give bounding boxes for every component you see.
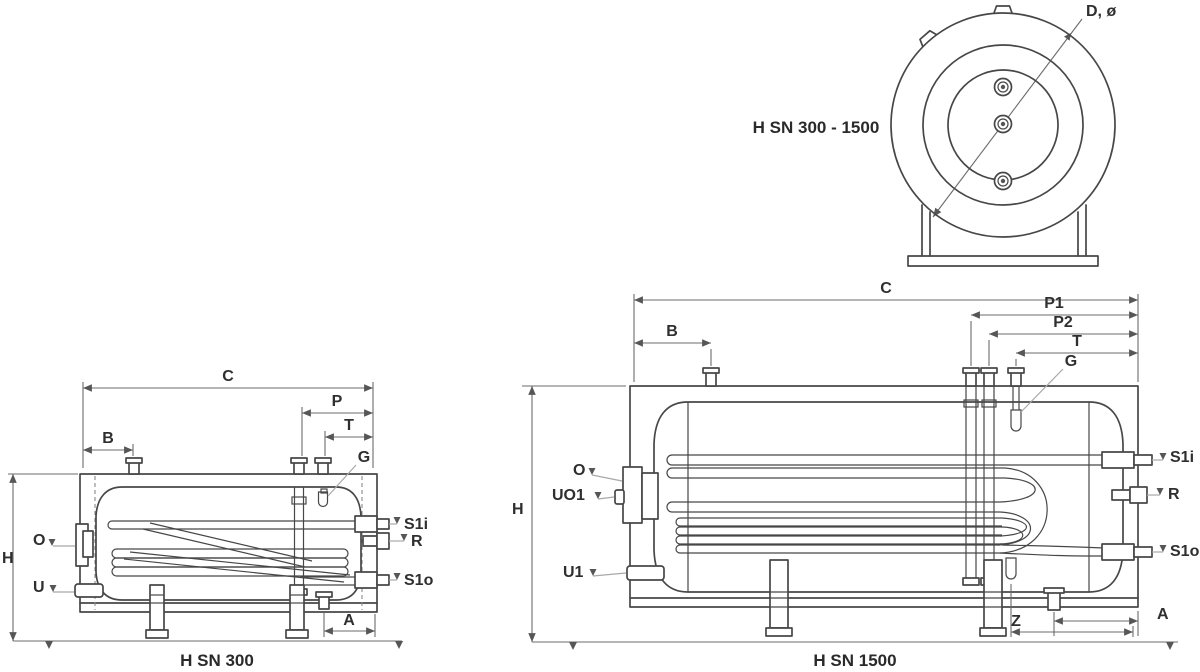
sn300-label-g: G (358, 449, 370, 466)
sn1500-fitting-u1 (626, 565, 665, 581)
sn300-label-o: O (33, 532, 45, 549)
sn1500-label-t: T (1072, 333, 1082, 350)
sn300-pipe-s1o (354, 571, 390, 589)
sn300-fitting-u (74, 583, 104, 598)
sn1500-label-s1i: S1i (1170, 449, 1194, 466)
side-view-sn1500: C P1 P2 T B G H O UO1 U1 S1i R S1o Z A H… (512, 280, 1200, 670)
sn1500-label-r: R (1168, 486, 1180, 503)
sn1500-sensor-bottom (1005, 557, 1017, 580)
sn1500-legs (765, 559, 1007, 637)
sn300-legs (145, 584, 309, 639)
sn1500-flange-o (614, 466, 659, 524)
sn1500-label-p1: P1 (1044, 295, 1064, 312)
sn1500-label-u1: U1 (563, 564, 584, 581)
sn300-caption: H SN 300 (180, 651, 254, 670)
sn300-label-u: U (33, 579, 45, 596)
sn1500-pipe-s1i (1101, 451, 1153, 469)
sn1500-label-b: B (666, 323, 678, 340)
sn1500-label-a: A (1157, 606, 1169, 623)
sn1500-label-o: O (573, 462, 585, 479)
sn1500-label-s1o: S1o (1170, 543, 1200, 560)
diameter-label: D, ø (1086, 3, 1116, 20)
sn1500-sensor-g (1010, 386, 1022, 432)
sn300-label-s1i: S1i (404, 516, 428, 533)
sn300-dimensions (8, 382, 408, 649)
front-view: D, ø H SN 300 - 1500 (753, 3, 1116, 267)
sn300-label-b: B (102, 430, 114, 447)
sn300-label-s1o: S1o (404, 572, 434, 589)
front-fittings (993, 77, 1013, 191)
sn300-sensor-g (317, 488, 329, 508)
sn300-coil (107, 520, 355, 586)
sn300-pipe-s1i (354, 515, 390, 533)
sn1500-pipe-s1o (1101, 543, 1153, 561)
front-view-stand (907, 204, 1099, 267)
sn300-label-t: T (344, 417, 354, 434)
sn300-label-h: H (2, 550, 14, 567)
sn1500-pipe-r (1111, 486, 1148, 504)
sn1500-dimensions (522, 294, 1178, 650)
sn300-label-a: A (343, 612, 355, 629)
side-view-sn300: C P T B G H O U S1i R S1o A H SN 300 (2, 368, 434, 670)
top-lug (993, 5, 1013, 14)
front-view-caption: H SN 300 - 1500 (753, 118, 880, 137)
sn1500-coil (666, 454, 1105, 557)
sn1500-label-p2: P2 (1053, 314, 1073, 331)
sn1500-drain (1043, 587, 1065, 611)
sn300-top-fittings (125, 457, 332, 475)
sn1500-label-g: G (1065, 353, 1077, 370)
sn300-label-c: C (222, 368, 234, 385)
side-lug (919, 29, 938, 48)
sn1500-jacket (629, 385, 1139, 608)
sn300-drain (315, 591, 333, 610)
sn300-flange-o (75, 523, 94, 567)
sn300-label-r: R (411, 533, 423, 550)
sn1500-caption: H SN 1500 (813, 651, 896, 670)
sn1500-label-c: C (880, 280, 892, 297)
sn1500-coil-risers (962, 386, 998, 586)
sn1500-label-z: Z (1011, 613, 1021, 630)
sn1500-top-fittings (702, 367, 1025, 387)
sn1500-label-h: H (512, 501, 524, 518)
sn300-tank-body (95, 486, 362, 601)
sn1500-label-uo1: UO1 (552, 487, 585, 504)
sn300-pipe-r (362, 532, 390, 550)
sn300-inlet-pipe (290, 487, 308, 596)
sn300-label-p: P (332, 393, 343, 410)
sn1500-tank-body (653, 401, 1124, 593)
